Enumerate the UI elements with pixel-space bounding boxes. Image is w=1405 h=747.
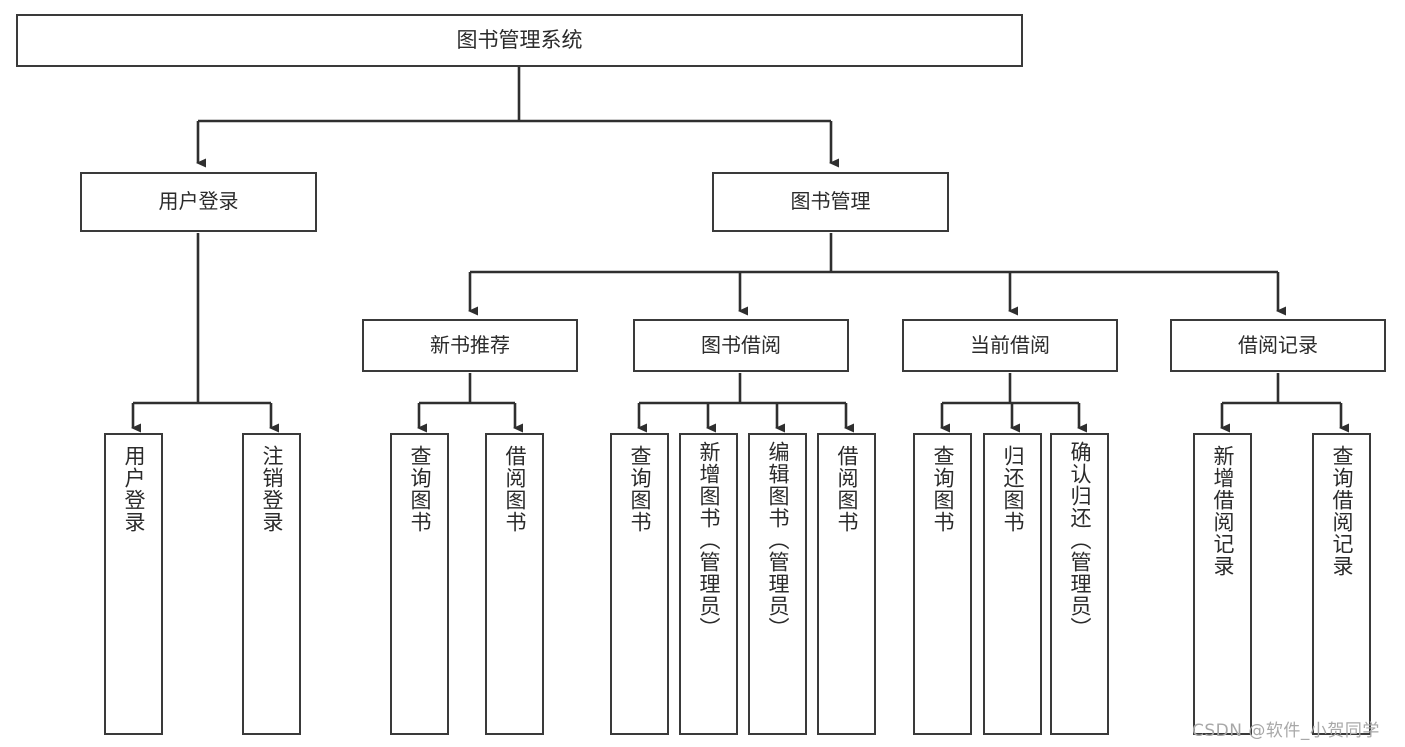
node-label: 查询图书 — [931, 445, 955, 533]
node-label: 图书管理系统 — [456, 28, 583, 53]
node-label: 图书借阅 — [701, 332, 781, 357]
node-book-borrow[interactable]: 图书借阅 — [633, 319, 849, 372]
leaf-query-borrow-record[interactable]: 查询借阅记录 — [1312, 433, 1371, 735]
node-new-book-recommend[interactable]: 新书推荐 — [362, 319, 578, 372]
watermark-text: CSDN @软件_小贺同学 — [1192, 721, 1380, 741]
node-label: 查询图书 — [408, 445, 432, 533]
node-borrow-record[interactable]: 借阅记录 — [1170, 319, 1386, 372]
node-label: 用户登录 — [158, 189, 239, 214]
leaf-borrow-book-recommend[interactable]: 借阅图书 — [485, 433, 544, 735]
leaf-confirm-return[interactable]: 确认归还（管理员） — [1050, 433, 1109, 735]
node-label: 新书推荐 — [430, 332, 510, 357]
node-label: 新增借阅记录 — [1211, 445, 1235, 577]
node-label: 用户登录 — [122, 445, 146, 533]
node-current-borrow[interactable]: 当前借阅 — [902, 319, 1118, 372]
leaf-logout-login[interactable]: 注销登录 — [242, 433, 301, 735]
node-user-login[interactable]: 用户登录 — [80, 172, 317, 232]
leaf-borrow-book[interactable]: 借阅图书 — [817, 433, 876, 735]
node-label: 确认归还（管理员） — [1068, 441, 1092, 639]
leaf-add-borrow-record[interactable]: 新增借阅记录 — [1193, 433, 1252, 735]
node-book-management[interactable]: 图书管理 — [712, 172, 949, 232]
node-label: 新增图书（管理员） — [697, 441, 721, 639]
node-label: 查询借阅记录 — [1330, 445, 1354, 577]
node-label: 借阅图书 — [835, 445, 859, 533]
leaf-edit-book[interactable]: 编辑图书（管理员） — [748, 433, 807, 735]
leaf-query-book-borrow[interactable]: 查询图书 — [610, 433, 669, 735]
node-label: 借阅图书 — [503, 445, 527, 533]
node-root-system[interactable]: 图书管理系统 — [16, 14, 1023, 67]
node-label: 编辑图书（管理员） — [766, 441, 790, 639]
leaf-query-book-recommend[interactable]: 查询图书 — [390, 433, 449, 735]
leaf-user-login[interactable]: 用户登录 — [104, 433, 163, 735]
node-label: 当前借阅 — [970, 332, 1050, 357]
node-label: 查询图书 — [628, 445, 652, 533]
node-label: 注销登录 — [260, 445, 284, 533]
node-label: 归还图书 — [1001, 445, 1025, 533]
leaf-return-book[interactable]: 归还图书 — [983, 433, 1042, 735]
node-label: 借阅记录 — [1238, 332, 1318, 357]
leaf-add-book[interactable]: 新增图书（管理员） — [679, 433, 738, 735]
leaf-query-book-current[interactable]: 查询图书 — [913, 433, 972, 735]
node-label: 图书管理 — [790, 189, 871, 214]
